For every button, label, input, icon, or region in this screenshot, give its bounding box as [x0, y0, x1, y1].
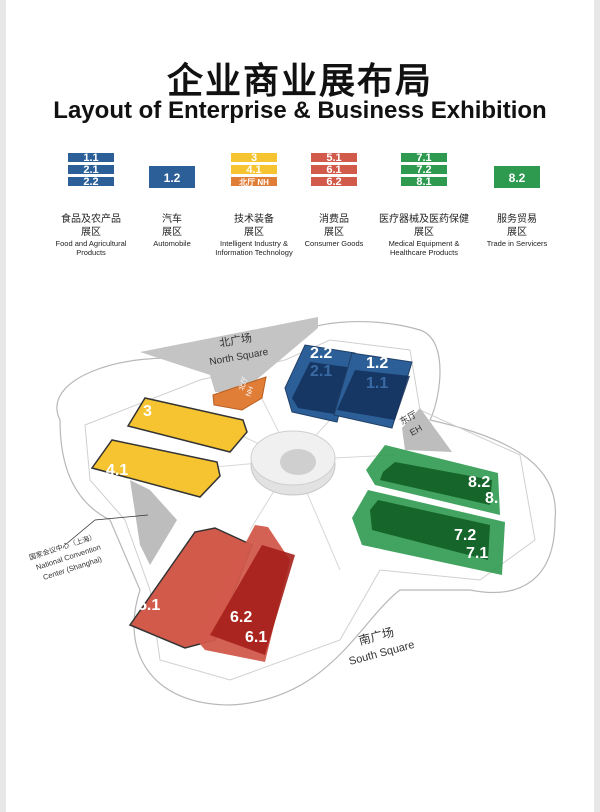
label-cn: 展区: [162, 227, 182, 238]
label-cn: 展区: [244, 227, 264, 238]
south-square-en: South Square: [348, 639, 416, 668]
hall-label-5-1: 5.1: [138, 597, 160, 614]
national-convention-center[interactable]: [130, 480, 177, 565]
hall-label-8-1: 8.1: [485, 490, 507, 507]
legend-food-swatches: 1.1 2.1 2.2: [67, 152, 115, 188]
hall-1-1[interactable]: [337, 370, 410, 420]
center-ring-hole: [280, 449, 316, 475]
legend-label-food: 食品及农产品 展区 Food and Agricultural Products: [31, 213, 151, 257]
hall-4-1[interactable]: [90, 439, 221, 498]
hall-label-7-1: 7.1: [466, 545, 488, 562]
legend-auto-swatch: 1.2: [148, 165, 196, 190]
legend-cell: 2.1: [67, 164, 115, 176]
legend-cell: 3: [230, 152, 278, 164]
legend-label-trade: 服务贸易 展区 Trade in Servicers: [457, 213, 577, 248]
legend-cell: 1.2: [148, 165, 196, 189]
label-en: Information Technology: [215, 248, 293, 257]
legend-trade-swatch: 8.2: [493, 165, 541, 190]
label-en: Healthcare Products: [390, 248, 458, 257]
label-cn: 服务贸易: [497, 214, 537, 225]
label-cn: 技术装备: [234, 214, 274, 225]
label-en: Medical Equipment &: [388, 239, 460, 248]
legend-consumer-swatches: 5.1 6.1 6.2: [310, 152, 358, 188]
hall-6-2[interactable]: [210, 545, 295, 655]
label-en: Consumer Goods: [304, 239, 364, 248]
hall-label-8-2: 8.2: [468, 474, 490, 491]
label-cn: 展区: [324, 227, 344, 238]
legend-cell: 7.1: [400, 152, 448, 164]
label-cn: 汽车: [162, 214, 182, 225]
legend-cell: 8.1: [400, 176, 448, 188]
hall-7-dark[interactable]: [370, 500, 490, 560]
label-en: Food and Agricultural: [55, 239, 127, 248]
hall-nh[interactable]: [212, 376, 267, 411]
hall-label-4-1: 4.1: [106, 462, 128, 479]
label-cn: 食品及农产品: [61, 214, 121, 225]
legend-cell: 8.2: [493, 165, 541, 189]
label-cn: 展区: [414, 227, 434, 238]
label-cn: 展区: [507, 227, 527, 238]
hall-label-7-2: 7.2: [454, 527, 476, 544]
label-en: Intelligent Industry &: [220, 239, 288, 248]
hall-nh-en: NH: [245, 386, 255, 398]
legend-cell: 4.1: [230, 164, 278, 176]
ncc-pointer-line: [64, 514, 149, 546]
hall-8-dark[interactable]: [380, 462, 492, 505]
hall-label-1-1: 1.1: [366, 375, 388, 392]
legend-label-auto: 汽车 展区 Automobile: [112, 213, 232, 248]
legend-label-medical: 医疗器械及医药保健 展区 Medical Equipment & Healthc…: [364, 213, 484, 257]
hall-label-6-1: 6.1: [245, 629, 267, 646]
hall-label-1-2: 1.2: [366, 355, 388, 372]
legend-label-consumer: 消费品 展区 Consumer Goods: [274, 213, 394, 248]
title-english: Layout of Enterprise & Business Exhibiti…: [53, 97, 547, 124]
legend-cell: 1.1: [67, 152, 115, 164]
hall-label-2-1: 2.1: [310, 363, 332, 380]
label-cn: 展区: [81, 227, 101, 238]
label-en: Products: [76, 248, 106, 257]
legend-cell: 北厅 NH: [230, 176, 278, 187]
hall-label-6-2: 6.2: [230, 609, 252, 626]
legend-tech-swatches: 3 4.1 北厅 NH: [230, 152, 278, 188]
legend-cell: 5.1: [310, 152, 358, 164]
legend-cell: 6.2: [310, 176, 358, 188]
label-en: Automobile: [153, 239, 191, 248]
hall-3[interactable]: [126, 397, 248, 453]
legend-medical-swatches: 7.1 7.2 8.1: [400, 152, 448, 188]
legend-cell: 7.2: [400, 164, 448, 176]
hall-label-3: 3: [143, 403, 152, 420]
label-cn: 消费品: [319, 214, 349, 225]
hall-label-2-2: 2.2: [310, 345, 332, 362]
label-en: Trade in Servicers: [486, 239, 548, 248]
hall-eh[interactable]: [402, 408, 452, 452]
legend-cell: 6.1: [310, 164, 358, 176]
title-chinese: 企业商业展布局: [166, 61, 433, 102]
north-square: [140, 317, 318, 392]
legend-label-tech: 技术装备 展区 Intelligent Industry & Informati…: [194, 213, 314, 257]
label-cn: 医疗器械及医药保健: [379, 214, 469, 225]
legend-cell: 2.2: [67, 176, 115, 188]
